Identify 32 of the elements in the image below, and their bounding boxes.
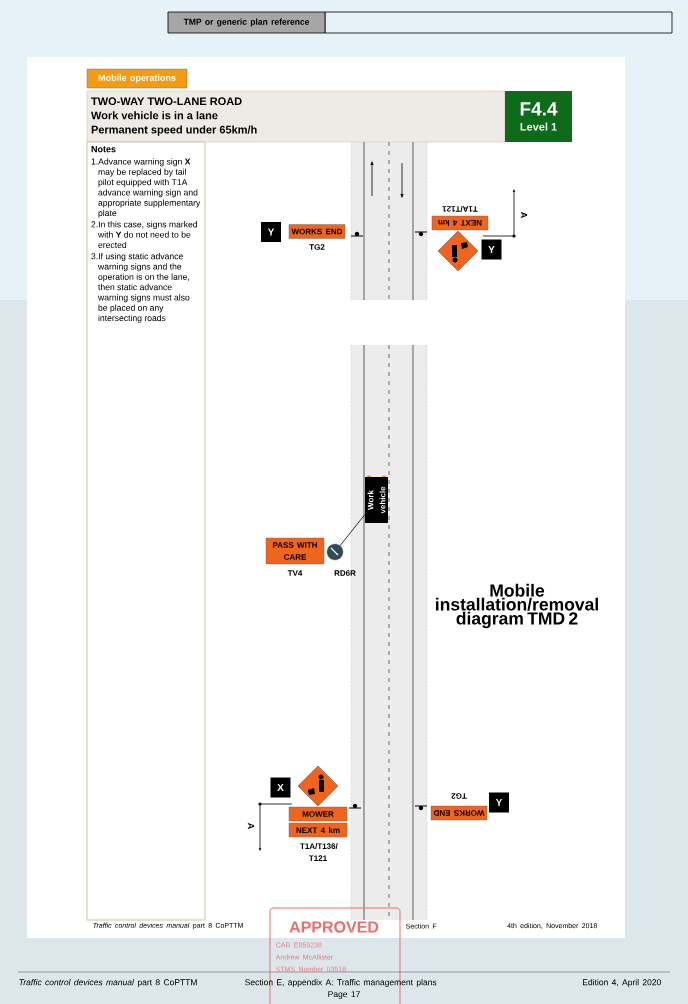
leader-line [339,514,366,546]
footer-text: Traffic control devices manual part 8 CoPTTM [19,979,197,987]
sign-code-label: TG2 [309,244,325,250]
sign-plate: WORKS END [288,224,346,239]
dimension-label: A [520,212,528,218]
page-number: Page 17 [328,991,360,999]
sign-letter-box: Y [261,222,281,242]
diagram-caption: Mobile installation/removal diagram TMD 2 [436,583,598,629]
header-label: TMP or generic plan reference [167,11,326,34]
direction-sign [326,543,344,561]
stamp-title: APPROVED [289,921,379,933]
footer-text: Edition 4, April 2020 [583,979,661,987]
footer-text: Section E, appendix A: Traffic management plans [245,979,437,987]
level-box: F4.4 Level 1 [505,91,572,142]
sign-code-label: TG2 [451,793,467,799]
sign-plate: NEXT 4 km [288,822,348,838]
sign-plate: NEXT 4 km [431,215,489,231]
sign-letter-box: X [270,777,291,798]
sign-code-label: RD6R [334,570,356,576]
tab-label: Mobile operations [86,68,188,89]
sign-code-label: T1A/T136/ T121 [300,843,338,861]
sign-letter-box: Y [489,792,509,813]
notes-box: Notes 1.Advance warning sign X may be replaced by tail pilot equipped with T1A advance warning sign and appropriate supplementary plate 2.In this case, signs marked with Y do not need to be erected 3.If using static advance warning signs and the operation is on the lane, then static advance warning signs must also be placed on any intersecting roads [86,141,206,921]
sign-plate: MOWER [288,806,348,822]
sign-letter-box: Y [481,239,502,260]
sign-plate: WORKS END [430,805,488,821]
sign-code-label: T1A/T121 [442,206,478,212]
work-vehicle: Work vehicle [365,477,388,523]
dimension-label: A [247,822,255,829]
title-box: TWO-WAY TWO-LANE ROAD Work vehicle is in a lane Permanent speed under 65km/h [86,90,506,143]
sign-plate: PASS WITH CARE [265,537,325,565]
sign-code-label: TV4 [287,570,303,576]
